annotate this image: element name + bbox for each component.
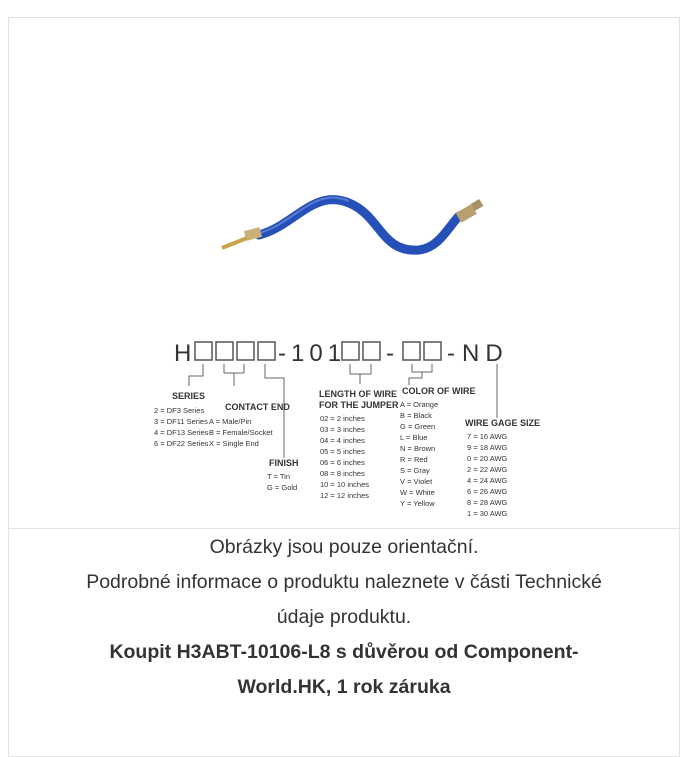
svg-text:6 = DF22 Series: 6 = DF22 Series	[154, 439, 209, 448]
svg-text:R = Red: R = Red	[400, 455, 428, 464]
wire-gage-legend: WIRE GAGE SIZE 7 = 16 AWG 9 = 18 AWG 0 =…	[465, 418, 540, 518]
svg-text:B = Female/Socket: B = Female/Socket	[209, 428, 273, 437]
part-code: H -101 - - ND	[174, 340, 509, 367]
svg-text:3 = DF11 Series: 3 = DF11 Series	[154, 417, 208, 426]
svg-text:W = White: W = White	[400, 488, 435, 497]
svg-text:CONTACT END: CONTACT END	[225, 402, 290, 412]
length-legend: LENGTH OF WIRE FOR THE JUMPER 02 = 2 inc…	[319, 389, 399, 500]
svg-text:S = Gray: S = Gray	[400, 466, 430, 475]
svg-text:G = Gold: G = Gold	[267, 483, 297, 492]
svg-text:FINISH: FINISH	[269, 458, 299, 468]
image-caption: Obrázky jsou pouze orientační. Podrobné …	[9, 530, 679, 705]
svg-text:4 = 24 AWG: 4 = 24 AWG	[467, 476, 508, 485]
svg-text:L = Blue: L = Blue	[400, 433, 427, 442]
svg-text:2 = DF3 Series: 2 = DF3 Series	[154, 406, 204, 415]
svg-text:A = Orange: A = Orange	[400, 400, 438, 409]
svg-text:COLOR OF WIRE: COLOR OF WIRE	[402, 386, 476, 396]
svg-text:2 = 22 AWG: 2 = 22 AWG	[467, 465, 508, 474]
svg-text:1 = 30 AWG: 1 = 30 AWG	[467, 509, 508, 518]
svg-text:6 = 26 AWG: 6 = 26 AWG	[467, 487, 508, 496]
svg-text:ND: ND	[462, 340, 509, 367]
svg-text:T = Tin: T = Tin	[267, 472, 290, 481]
jumper-wire-photo	[221, 195, 484, 255]
contact-end-legend: CONTACT END A = Male/Pin B = Female/Sock…	[209, 402, 290, 448]
product-card: H -101 - - ND	[8, 17, 680, 757]
caption-details-line-2: údaje produktu.	[276, 606, 412, 628]
svg-text:FOR THE JUMPER: FOR THE JUMPER	[319, 400, 399, 410]
svg-text:G = Green: G = Green	[400, 422, 435, 431]
svg-text:Y = Yellow: Y = Yellow	[400, 499, 435, 508]
svg-text:7 = 16 AWG: 7 = 16 AWG	[467, 432, 508, 441]
part-number-diagram: H -101 - - ND	[154, 195, 540, 518]
svg-text:08 = 8 inches: 08 = 8 inches	[320, 469, 365, 478]
svg-text:04 = 4 inches: 04 = 4 inches	[320, 436, 365, 445]
svg-text:X = Single End: X = Single End	[209, 439, 259, 448]
svg-text:LENGTH OF WIRE: LENGTH OF WIRE	[319, 389, 397, 399]
caption-disclaimer: Obrázky jsou pouze orientační.	[209, 536, 479, 558]
svg-text:8 = 28 AWG: 8 = 28 AWG	[467, 498, 508, 507]
caption-buy-line-2: World.HK, 1 rok záruka	[237, 676, 451, 698]
svg-text:-: -	[447, 340, 455, 367]
svg-text:05 = 5 inches: 05 = 5 inches	[320, 447, 365, 456]
caption-details-line: Podrobné informace o produktu naleznete …	[86, 571, 602, 593]
svg-text:B = Black: B = Black	[400, 411, 432, 420]
svg-text:0 = 20 AWG: 0 = 20 AWG	[467, 454, 508, 463]
svg-text:SERIES: SERIES	[172, 391, 205, 401]
svg-text:12 = 12 inches: 12 = 12 inches	[320, 491, 369, 500]
svg-text:06 = 6 inches: 06 = 6 inches	[320, 458, 365, 467]
connector-lines	[188, 364, 498, 458]
color-legend: COLOR OF WIRE A = Orange B = Black G = G…	[400, 386, 476, 508]
svg-text:V = Violet: V = Violet	[400, 477, 433, 486]
svg-text:10 = 10 inches: 10 = 10 inches	[320, 480, 369, 489]
product-image[interactable]: H -101 - - ND	[9, 18, 679, 529]
caption-buy-line: Koupit H3ABT-10106-L8 s důvěrou od Compo…	[109, 641, 579, 663]
svg-text:N = Brown: N = Brown	[400, 444, 435, 453]
svg-text:H: H	[174, 340, 191, 367]
svg-text:9 = 18 AWG: 9 = 18 AWG	[467, 443, 508, 452]
svg-text:-101: -101	[278, 340, 346, 367]
series-legend: SERIES 2 = DF3 Series 3 = DF11 Series 4 …	[154, 391, 209, 448]
svg-text:4 = DF13 Series: 4 = DF13 Series	[154, 428, 209, 437]
finish-legend: FINISH T = Tin G = Gold	[267, 458, 299, 492]
svg-text:-: -	[386, 340, 394, 367]
svg-text:WIRE GAGE SIZE: WIRE GAGE SIZE	[465, 418, 540, 428]
svg-text:02 = 2 inches: 02 = 2 inches	[320, 414, 365, 423]
svg-text:A = Male/Pin: A = Male/Pin	[209, 417, 251, 426]
svg-text:03 = 3 inches: 03 = 3 inches	[320, 425, 365, 434]
